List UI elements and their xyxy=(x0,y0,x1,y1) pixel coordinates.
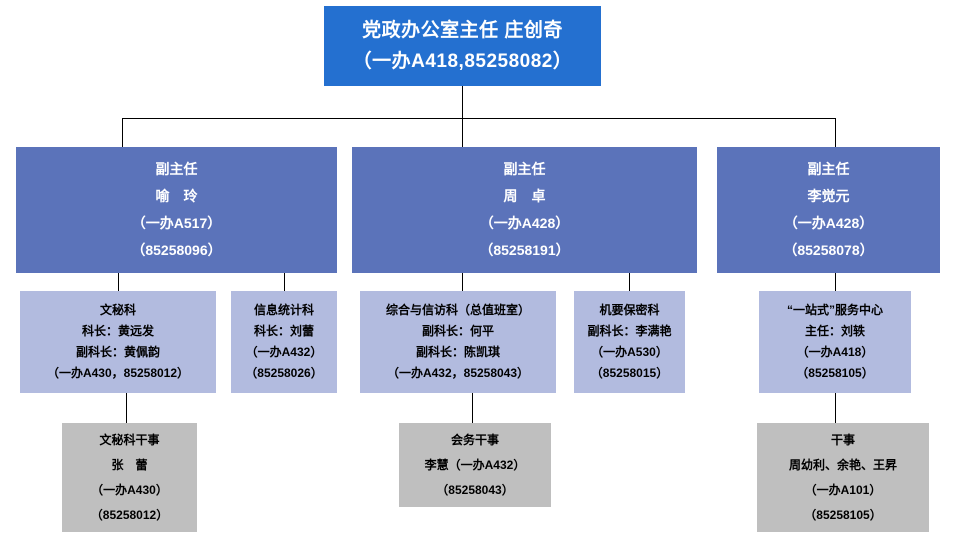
section-name: 机要保密科 xyxy=(599,303,660,317)
section-chief: 科长：黄远发 xyxy=(81,324,154,338)
connector-deputy-1-drop xyxy=(122,118,123,147)
section-director: 主任：刘轶 xyxy=(804,324,865,338)
node-staff-wenmike-ganshi[interactable]: 文秘科干事 张 蕾 （一办A430） （85258012） xyxy=(62,423,197,532)
staff-phone: （85258043） xyxy=(436,482,514,497)
staff-name: 张 蕾 xyxy=(111,457,148,472)
connector-section-yizhanshi-to-staff xyxy=(835,393,836,423)
section-deputy-chief-2: 副科长：陈凯琪 xyxy=(415,345,500,359)
deputy-phone: （85258078） xyxy=(783,242,874,258)
node-section-wenmike[interactable]: 文秘科 科长：黄远发 副科长：黄佩韵 （一办A430，85258012） xyxy=(20,291,216,393)
connector-section-zonghe-to-staff xyxy=(472,393,473,423)
director-contact: （一办A418,85258082） xyxy=(352,51,573,72)
section-room: （一办A432） xyxy=(245,345,323,359)
node-section-xinxitongjike[interactable]: 信息统计科 科长：刘蕾 （一办A432） （85258026） xyxy=(231,291,337,393)
deputy-phone: （85258096） xyxy=(131,242,222,258)
connector-deputy1-to-section-xinxi xyxy=(284,273,285,291)
section-contact: （一办A432，85258043） xyxy=(386,366,530,380)
node-deputy-lijueyuan[interactable]: 副主任 李觉元 （一办A428） （85258078） xyxy=(717,147,940,273)
node-deputy-zhouzhuo[interactable]: 副主任 周 卓 （一办A428） （85258191） xyxy=(352,147,697,273)
connector-deputy-2-drop xyxy=(462,118,463,147)
connector-section-wenmi-to-staff xyxy=(126,393,127,423)
deputy-phone: （85258191） xyxy=(479,242,570,258)
connector-deputy2-to-section-jiyao xyxy=(629,273,630,291)
connector-director-trunk xyxy=(462,86,463,118)
section-deputy-chief: 副科长：李满艳 xyxy=(587,324,672,338)
deputy-role: 副主任 xyxy=(807,161,850,177)
node-staff-huiwu-ganshi[interactable]: 会务干事 李慧（一办A432） （85258043） xyxy=(399,423,551,507)
section-contact: （一办A430，85258012） xyxy=(46,366,190,380)
deputy-room: （一办A428） xyxy=(479,215,570,231)
section-name: 文秘科 xyxy=(99,303,136,317)
director-role: 党政办公室主任 庄创奇 xyxy=(362,20,563,41)
deputy-role: 副主任 xyxy=(503,161,546,177)
node-director[interactable]: 党政办公室主任 庄创奇 （一办A418,85258082） xyxy=(324,6,601,86)
staff-room: （一办A101） xyxy=(804,482,882,497)
section-room: （一办A418） xyxy=(796,345,874,359)
node-section-zongheyuxinfangke[interactable]: 综合与信访科（总值班室） 副科长：何平 副科长：陈凯琪 （一办A432，8525… xyxy=(360,291,556,393)
deputy-room: （一办A517） xyxy=(131,215,222,231)
staff-phone: （85258105） xyxy=(804,507,882,522)
node-section-yizhanshi-service-center[interactable]: “一站式”服务中心 主任：刘轶 （一办A418） （85258105） xyxy=(759,291,911,393)
node-staff-ganshi[interactable]: 干事 周幼利、余艳、王昇 （一办A101） （85258105） xyxy=(757,423,929,532)
staff-name: 周幼利、余艳、王昇 xyxy=(788,457,897,472)
staff-name: 李慧（一办A432） xyxy=(424,457,526,472)
staff-phone: （85258012） xyxy=(90,507,169,522)
section-phone: （85258015） xyxy=(590,366,669,380)
section-deputy-chief-1: 副科长：何平 xyxy=(421,324,494,338)
node-section-jiyaobaomike[interactable]: 机要保密科 副科长：李满艳 （一办A530） （85258015） xyxy=(574,291,685,393)
node-deputy-yuling[interactable]: 副主任 喻 玲 （一办A517） （85258096） xyxy=(16,147,337,273)
connector-deputy-3-drop xyxy=(835,118,836,147)
staff-role: 会务干事 xyxy=(450,432,499,447)
section-phone: （85258105） xyxy=(796,366,874,380)
connector-deputy3-to-section-yizhanshi xyxy=(835,273,836,291)
deputy-name: 周 卓 xyxy=(503,188,546,204)
staff-role: 文秘科干事 xyxy=(99,432,160,447)
deputy-room: （一办A428） xyxy=(783,215,874,231)
staff-room: （一办A430） xyxy=(91,482,168,497)
deputy-name: 李觉元 xyxy=(807,188,850,204)
section-name: 信息统计科 xyxy=(253,303,314,317)
section-room: （一办A530） xyxy=(591,345,668,359)
connector-deputy2-to-section-zonghe xyxy=(462,273,463,291)
section-name: “一站式”服务中心 xyxy=(786,303,883,317)
deputy-name: 喻 玲 xyxy=(155,188,198,204)
section-name: 综合与信访科（总值班室） xyxy=(385,303,530,317)
connector-deputy1-to-section-wenmi xyxy=(118,273,119,291)
staff-role: 干事 xyxy=(830,432,855,447)
deputy-role: 副主任 xyxy=(155,161,198,177)
section-phone: （85258026） xyxy=(245,366,323,380)
section-deputy-chief: 副科长：黄佩韵 xyxy=(75,345,160,359)
connector-deputy-bus xyxy=(122,118,836,119)
section-chief: 科长：刘蕾 xyxy=(253,324,314,338)
